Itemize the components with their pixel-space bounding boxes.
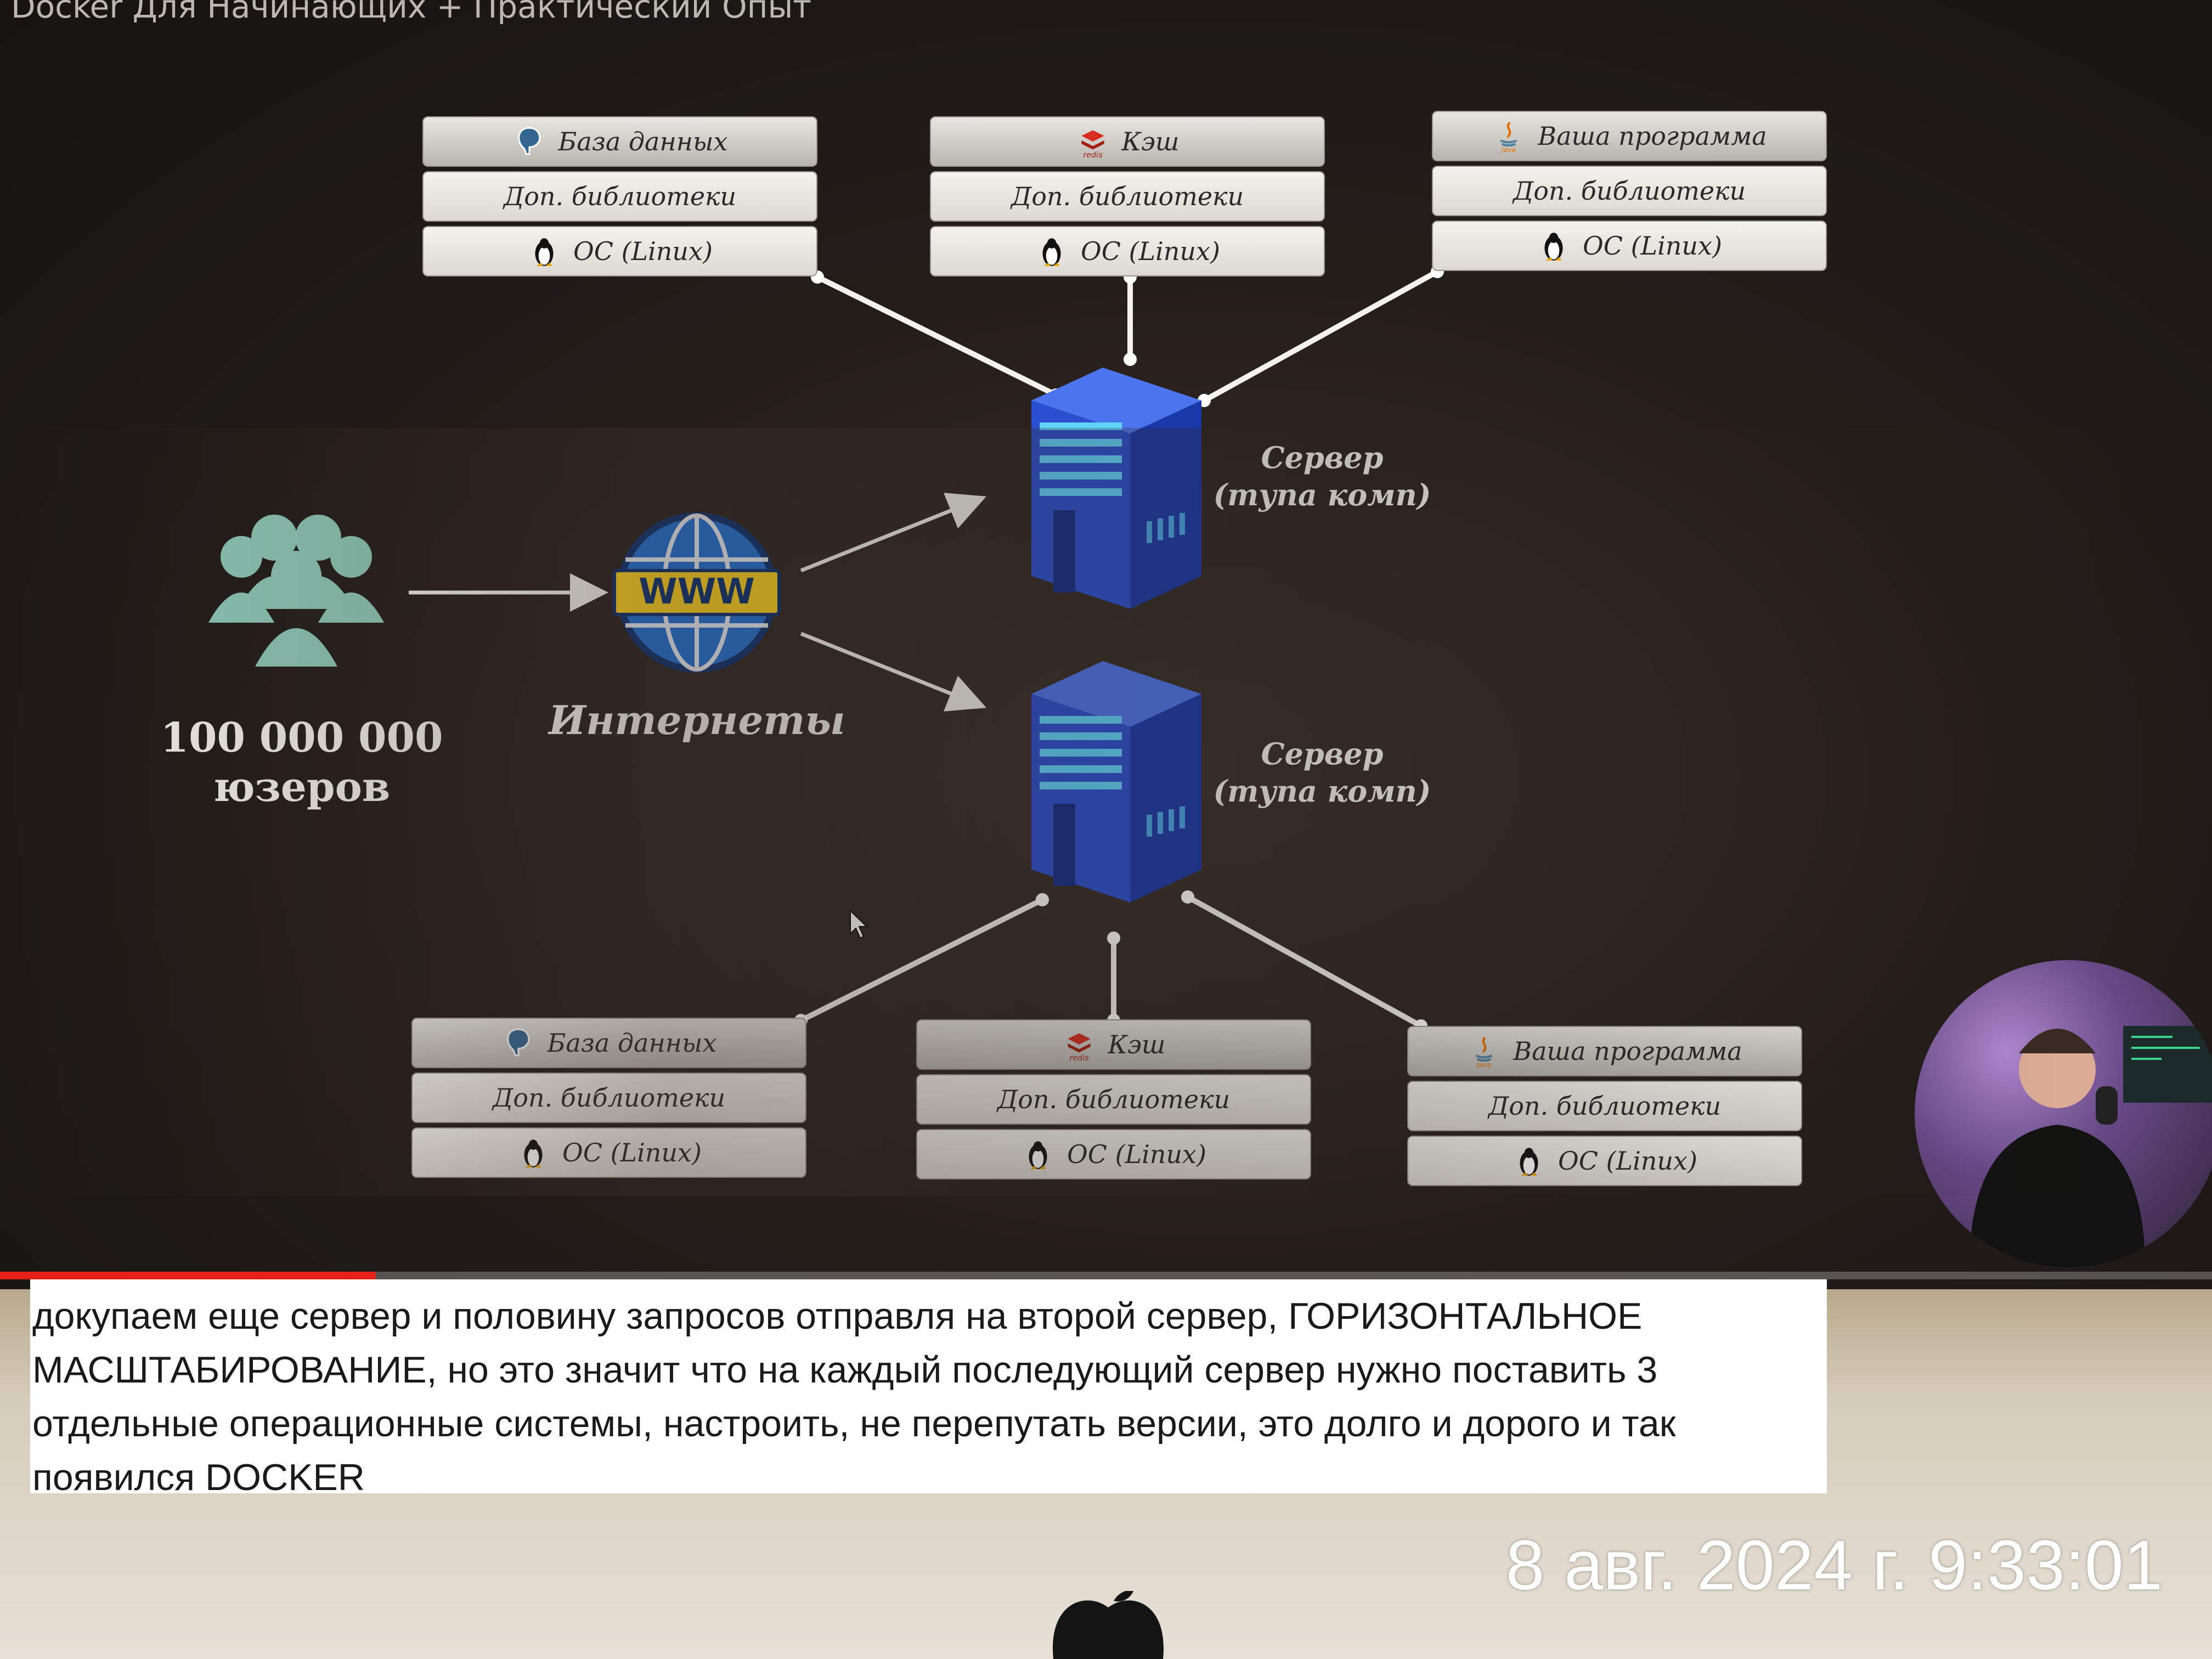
stack-os-label: ОС (Linux) (1558, 1146, 1697, 1176)
stack-libraries-label: Доп. библиотеки (1513, 176, 1746, 206)
server-label-line1: Сервер (1261, 440, 1384, 475)
stack-libraries-label: Доп. библиотеки (1488, 1091, 1722, 1121)
stack-os: ОС (Linux) (1432, 221, 1827, 271)
apple-logo-icon (1053, 1591, 1164, 1659)
linux-penguin-icon (535, 238, 554, 266)
stack-head-label: База данных (558, 127, 728, 156)
mouse-cursor-icon (850, 910, 868, 939)
server-top-icon (1031, 368, 1201, 609)
video-title: Docker Для Начинающих + Практический Опы… (11, 0, 812, 25)
users-group-icon (208, 515, 384, 667)
linux-penguin-icon (1029, 1141, 1047, 1169)
stack-head: База данных (422, 116, 817, 167)
linux-penguin-icon (1520, 1148, 1538, 1176)
server-label-line2: (тупа комп) (1213, 477, 1431, 512)
caption-note: докупаем еще сервер и половину запросов … (30, 1279, 1827, 1498)
www-text: WWW (639, 572, 755, 612)
stack-libraries: Доп. библиотеки (930, 171, 1325, 222)
www-globe-icon: WWW (613, 512, 781, 673)
stack-os-label: ОС (Linux) (562, 1138, 702, 1167)
stack-libraries: Доп. библиотеки (1432, 166, 1827, 216)
video-progress-played (0, 1272, 376, 1279)
stack-os: ОС (Linux) (930, 226, 1325, 276)
linux-penguin-icon (524, 1139, 543, 1167)
redis-icon: redis (1067, 1033, 1091, 1062)
stack-libraries: Доп. библиотеки (916, 1074, 1311, 1125)
linux-penguin-icon (1042, 238, 1061, 266)
stack-head: Java Ваша программа (1407, 1026, 1802, 1076)
stack-os: ОС (Linux) (411, 1127, 806, 1178)
video-screen[interactable]: Docker Для Начинающих + Практический Опы… (0, 0, 2212, 1340)
stack-top-database: База данных Доп. библиотеки ОС (Linux) (422, 116, 817, 281)
stack-libraries: Доп. библиотеки (422, 171, 817, 222)
video-progress-bar[interactable] (0, 1272, 2212, 1279)
stack-bottom-database: База данных Доп. библиотеки ОС (Linux) (411, 1018, 806, 1182)
stack-libraries: Доп. библиотеки (411, 1073, 806, 1123)
stack-bottom-program: Java Ваша программа Доп. библиотеки ОС (… (1407, 1026, 1802, 1190)
postgres-elephant-icon (517, 127, 540, 155)
stack-os-label: ОС (Linux) (1067, 1139, 1206, 1169)
stack-os: ОС (Linux) (916, 1129, 1311, 1180)
stack-top-program: Java Ваша программа Доп. библиотеки ОС (… (1432, 111, 1827, 275)
stack-bottom-cache: redis Кэш Доп. библиотеки ОС (Linux) (916, 1019, 1311, 1184)
internet-label: Интернеты (549, 697, 845, 743)
stack-head-label: Ваша программа (1513, 1036, 1742, 1066)
stack-libraries: Доп. библиотеки (1407, 1081, 1802, 1131)
stack-head: redis Кэш (916, 1019, 1311, 1070)
stack-os-label: ОС (Linux) (573, 236, 713, 266)
stack-head: redis Кэш (930, 116, 1325, 167)
redis-icon: redis (1081, 130, 1104, 159)
users-count-label: 100 000 000 юзеров (137, 713, 466, 812)
server-bottom-icon (1031, 661, 1201, 902)
java-icon: Java (1500, 121, 1517, 153)
stack-libraries-label: Доп. библиотеки (492, 1083, 726, 1113)
java-text: Java (1500, 145, 1516, 153)
stack-top-cache: redis Кэш Доп. библиотеки ОС (Linux) (930, 116, 1325, 281)
photo-timestamp: 8 авг. 2024 г. 9:33:01 (1505, 1526, 2163, 1605)
server-bottom-label: Сервер (тупа комп) (1207, 735, 1437, 810)
stack-libraries-label: Доп. библиотеки (997, 1085, 1231, 1114)
stack-libraries-label: Доп. библиотеки (503, 182, 737, 211)
stack-os-label: ОС (Linux) (1583, 231, 1722, 261)
users-count: 100 000 000 (160, 714, 443, 761)
stack-head-label: База данных (547, 1028, 717, 1058)
users-word: юзеров (213, 764, 391, 811)
stack-head-label: Кэш (1121, 127, 1180, 156)
java-icon: Java (1475, 1036, 1493, 1068)
presenter-icon (1970, 1026, 2212, 1267)
stack-head: Java Ваша программа (1432, 111, 1827, 161)
postgres-elephant-icon (506, 1028, 529, 1057)
stack-head-label: Ваша программа (1538, 121, 1767, 151)
stack-head-label: Кэш (1108, 1030, 1166, 1059)
stack-libraries-label: Доп. библиотеки (1011, 182, 1244, 211)
java-text: Java (1475, 1060, 1491, 1068)
redis-text: redis (1069, 1054, 1089, 1062)
stack-head: База данных (411, 1018, 806, 1068)
linux-penguin-icon (1544, 233, 1563, 261)
server-label-line2: (тупа комп) (1213, 774, 1431, 809)
redis-text: redis (1083, 151, 1103, 159)
server-top-label: Сервер (тупа комп) (1207, 439, 1437, 514)
server-label-line1: Сервер (1261, 736, 1384, 771)
stack-os: ОС (Linux) (1407, 1136, 1802, 1186)
webcam-presenter-bubble (1915, 960, 2212, 1267)
stack-os: ОС (Linux) (422, 226, 817, 276)
stack-os-label: ОС (Linux) (1081, 236, 1220, 266)
